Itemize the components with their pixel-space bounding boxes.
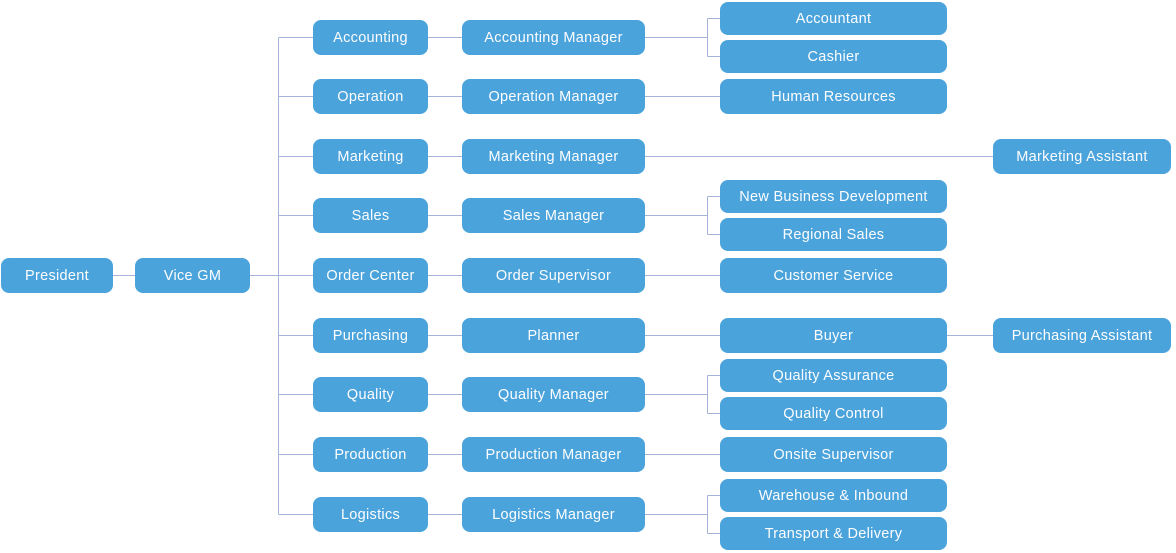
node-production: Production	[313, 437, 428, 472]
node-purchasing: Purchasing	[313, 318, 428, 353]
node-marketing-manager: Marketing Manager	[462, 139, 645, 174]
node-transport-delivery: Transport & Delivery	[720, 517, 947, 550]
node-sales-manager: Sales Manager	[462, 198, 645, 233]
node-onsite-supervisor: Onsite Supervisor	[720, 437, 947, 472]
node-planner: Planner	[462, 318, 645, 353]
node-new-business-development: New Business Development	[720, 180, 947, 213]
node-logistics-manager: Logistics Manager	[462, 497, 645, 532]
node-quality: Quality	[313, 377, 428, 412]
node-logistics: Logistics	[313, 497, 428, 532]
node-purchasing-assistant: Purchasing Assistant	[993, 318, 1171, 353]
node-order-supervisor: Order Supervisor	[462, 258, 645, 293]
node-quality-assurance: Quality Assurance	[720, 359, 947, 392]
node-accountant: Accountant	[720, 2, 947, 35]
node-operation-manager: Operation Manager	[462, 79, 645, 114]
node-customer-service: Customer Service	[720, 258, 947, 293]
node-marketing-assistant: Marketing Assistant	[993, 139, 1171, 174]
connector-bracket-logistics	[645, 495, 720, 534]
node-sales: Sales	[313, 198, 428, 233]
node-president: President	[1, 258, 113, 293]
node-order-center: Order Center	[313, 258, 428, 293]
node-quality-manager: Quality Manager	[462, 377, 645, 412]
node-marketing: Marketing	[313, 139, 428, 174]
node-regional-sales: Regional Sales	[720, 218, 947, 251]
node-operation: Operation	[313, 79, 428, 114]
node-human-resources: Human Resources	[720, 79, 947, 114]
node-quality-control: Quality Control	[720, 397, 947, 430]
connector-bracket-sales	[645, 196, 720, 235]
connector-trunk-branches	[278, 37, 313, 515]
connector-bracket-quality	[645, 375, 720, 414]
connector-dept-manager-links	[428, 37, 462, 515]
connector-bracket-accounting	[645, 18, 720, 57]
node-vice-gm: Vice GM	[135, 258, 250, 293]
node-cashier: Cashier	[720, 40, 947, 73]
node-accounting: Accounting	[313, 20, 428, 55]
connector-manager-single-child-links	[645, 96, 720, 455]
connector-vicegm-trunk	[250, 37, 313, 515]
node-production-manager: Production Manager	[462, 437, 645, 472]
node-buyer: Buyer	[720, 318, 947, 353]
node-accounting-manager: Accounting Manager	[462, 20, 645, 55]
node-warehouse-inbound: Warehouse & Inbound	[720, 479, 947, 512]
